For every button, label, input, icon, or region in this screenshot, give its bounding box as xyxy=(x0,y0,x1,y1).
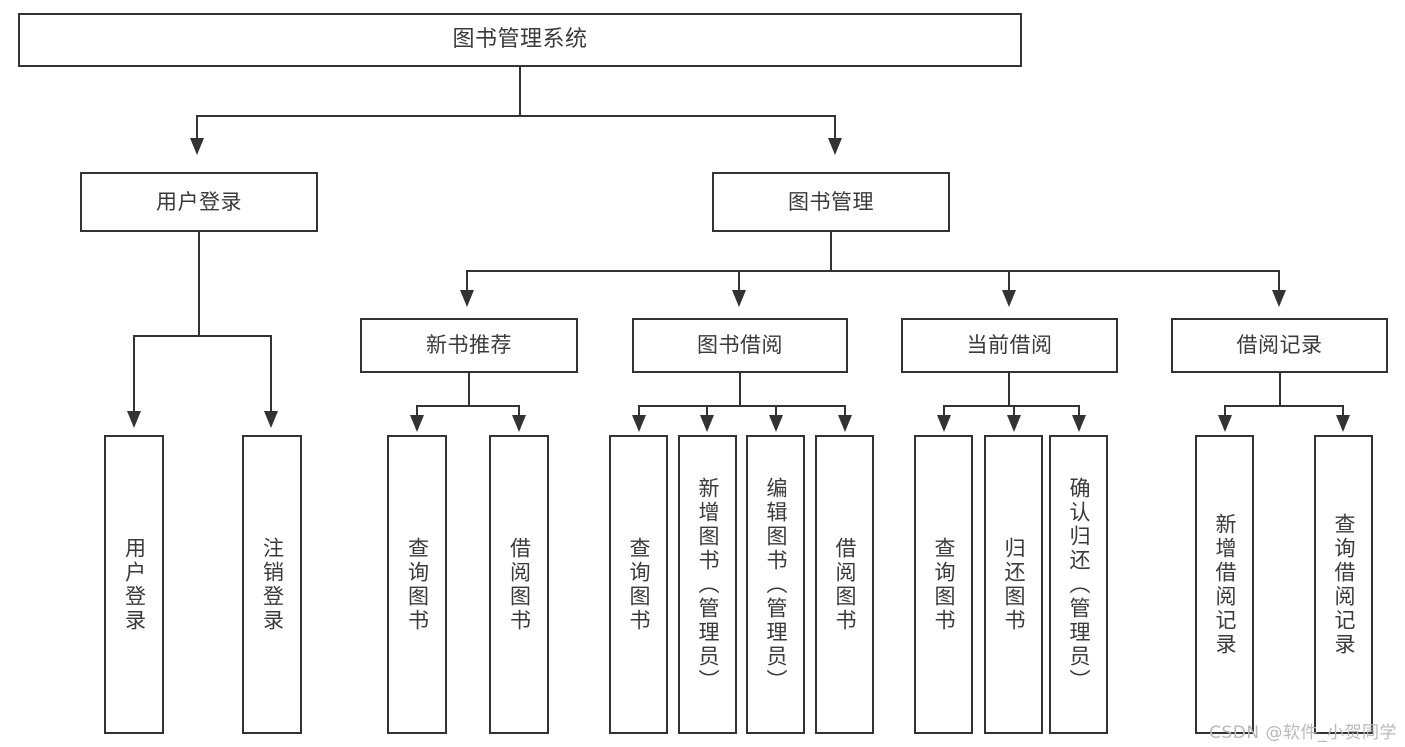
connector-borrow-record-drop-1 xyxy=(1224,405,1226,417)
connector-level3-drop-1 xyxy=(466,270,468,292)
connector-level3-drop-2 xyxy=(738,270,740,292)
arrow-to-book-manage xyxy=(828,138,842,155)
node-label: 新增图书（管理员） xyxy=(696,476,721,693)
arrow-to-add-book xyxy=(700,415,714,432)
connector-book-borrow-drop-2 xyxy=(706,405,708,417)
connector-level2-drop-left xyxy=(196,115,198,140)
leaf-borrow-book[interactable]: 借阅图书 xyxy=(815,435,874,734)
connector-user-login-bus xyxy=(133,335,272,337)
leaf-logout[interactable]: 注销登录 xyxy=(242,435,302,734)
connector-user-login-drop-2 xyxy=(270,335,272,413)
connector-new-book-drop-1 xyxy=(416,405,418,417)
leaf-add-book[interactable]: 新增图书（管理员） xyxy=(678,435,737,734)
leaf-add-borrow-record[interactable]: 新增借阅记录 xyxy=(1195,435,1254,734)
arrow-to-borrow-record xyxy=(1272,290,1286,307)
connector-level3-bus xyxy=(466,270,1280,272)
connector-user-login-stem xyxy=(198,232,200,336)
node-label: 图书管理系统 xyxy=(452,27,588,53)
connector-current-borrow-drop-2 xyxy=(1013,405,1015,417)
arrow-to-add-record xyxy=(1218,415,1232,432)
arrow-to-query-book-bb xyxy=(632,415,646,432)
node-borrow-record[interactable]: 借阅记录 xyxy=(1171,318,1388,373)
leaf-query-book-borrow[interactable]: 查询图书 xyxy=(609,435,668,734)
node-label: 归还图书 xyxy=(1002,536,1027,633)
node-label: 当前借阅 xyxy=(966,333,1053,358)
arrow-to-user-login-leaf xyxy=(127,411,141,428)
arrow-to-return-book xyxy=(1007,415,1021,432)
leaf-return-book[interactable]: 归还图书 xyxy=(984,435,1043,734)
connector-level3-drop-3 xyxy=(1008,270,1010,292)
connector-book-borrow-drop-4 xyxy=(844,405,846,417)
leaf-query-book-new[interactable]: 查询图书 xyxy=(387,435,447,734)
connector-book-borrow-drop-1 xyxy=(638,405,640,417)
connector-root-stem xyxy=(519,67,521,115)
arrow-to-current-borrow xyxy=(1002,290,1016,307)
connector-new-book-stem xyxy=(468,373,470,406)
node-label: 用户登录 xyxy=(156,189,242,214)
node-label: 查询图书 xyxy=(627,536,652,633)
leaf-query-book-current[interactable]: 查询图书 xyxy=(914,435,973,734)
arrow-to-edit-book xyxy=(769,415,783,432)
node-label: 注销登录 xyxy=(260,536,285,633)
node-label: 借阅图书 xyxy=(507,536,532,633)
node-label: 查询借阅记录 xyxy=(1332,512,1357,657)
connector-new-book-bus xyxy=(416,405,520,407)
watermark-text: CSDN @软件_小贺同学 xyxy=(1209,723,1397,743)
arrow-to-confirm-return xyxy=(1072,415,1086,432)
node-label: 查询图书 xyxy=(932,536,957,633)
node-user-login[interactable]: 用户登录 xyxy=(80,172,318,232)
connector-book-manage-stem xyxy=(830,232,832,271)
connector-borrow-record-bus xyxy=(1224,405,1344,407)
node-book-borrow[interactable]: 图书借阅 xyxy=(632,318,848,373)
node-new-book-recommend[interactable]: 新书推荐 xyxy=(360,318,578,373)
connector-borrow-record-drop-2 xyxy=(1342,405,1344,417)
leaf-confirm-return[interactable]: 确认归还（管理员） xyxy=(1049,435,1108,734)
arrow-to-borrow-book-bb xyxy=(838,415,852,432)
arrow-to-query-book-nb xyxy=(410,415,424,432)
connector-user-login-drop-1 xyxy=(133,335,135,413)
leaf-query-borrow-record[interactable]: 查询借阅记录 xyxy=(1314,435,1373,734)
node-label: 新增借阅记录 xyxy=(1213,512,1238,657)
arrow-to-user-login xyxy=(190,138,204,155)
node-label: 用户登录 xyxy=(122,536,147,633)
connector-current-borrow-drop-1 xyxy=(943,405,945,417)
node-label: 图书管理 xyxy=(788,189,874,214)
node-label: 借阅记录 xyxy=(1236,333,1323,358)
node-label: 编辑图书（管理员） xyxy=(764,476,789,693)
connector-level3-drop-4 xyxy=(1278,270,1280,292)
connector-current-borrow-drop-3 xyxy=(1078,405,1080,417)
connector-new-book-drop-2 xyxy=(518,405,520,417)
leaf-edit-book[interactable]: 编辑图书（管理员） xyxy=(746,435,805,734)
leaf-user-login[interactable]: 用户登录 xyxy=(104,435,164,734)
connector-book-borrow-bus xyxy=(638,405,846,407)
node-root-system[interactable]: 图书管理系统 xyxy=(18,13,1022,67)
connector-level2-bus xyxy=(196,115,836,117)
arrow-to-query-record xyxy=(1336,415,1350,432)
arrow-to-borrow-book-nb xyxy=(512,415,526,432)
arrow-to-logout-leaf xyxy=(264,411,278,428)
node-book-manage[interactable]: 图书管理 xyxy=(712,172,950,232)
connector-book-borrow-drop-3 xyxy=(775,405,777,417)
arrow-to-query-book-cb xyxy=(937,415,951,432)
node-label: 查询图书 xyxy=(405,536,430,633)
node-label: 借阅图书 xyxy=(833,536,858,633)
arrow-to-new-book xyxy=(460,290,474,307)
node-label: 图书借阅 xyxy=(697,333,783,358)
connector-borrow-record-stem xyxy=(1279,373,1281,406)
node-label: 新书推荐 xyxy=(426,333,512,358)
connector-current-borrow-stem xyxy=(1008,373,1010,406)
node-label: 确认归还（管理员） xyxy=(1067,476,1092,693)
connector-book-borrow-stem xyxy=(739,373,741,406)
node-current-borrow[interactable]: 当前借阅 xyxy=(901,318,1118,373)
connector-level2-drop-right xyxy=(834,115,836,140)
leaf-borrow-book-new[interactable]: 借阅图书 xyxy=(489,435,549,734)
arrow-to-book-borrow xyxy=(732,290,746,307)
connector-current-borrow-bus xyxy=(943,405,1079,407)
